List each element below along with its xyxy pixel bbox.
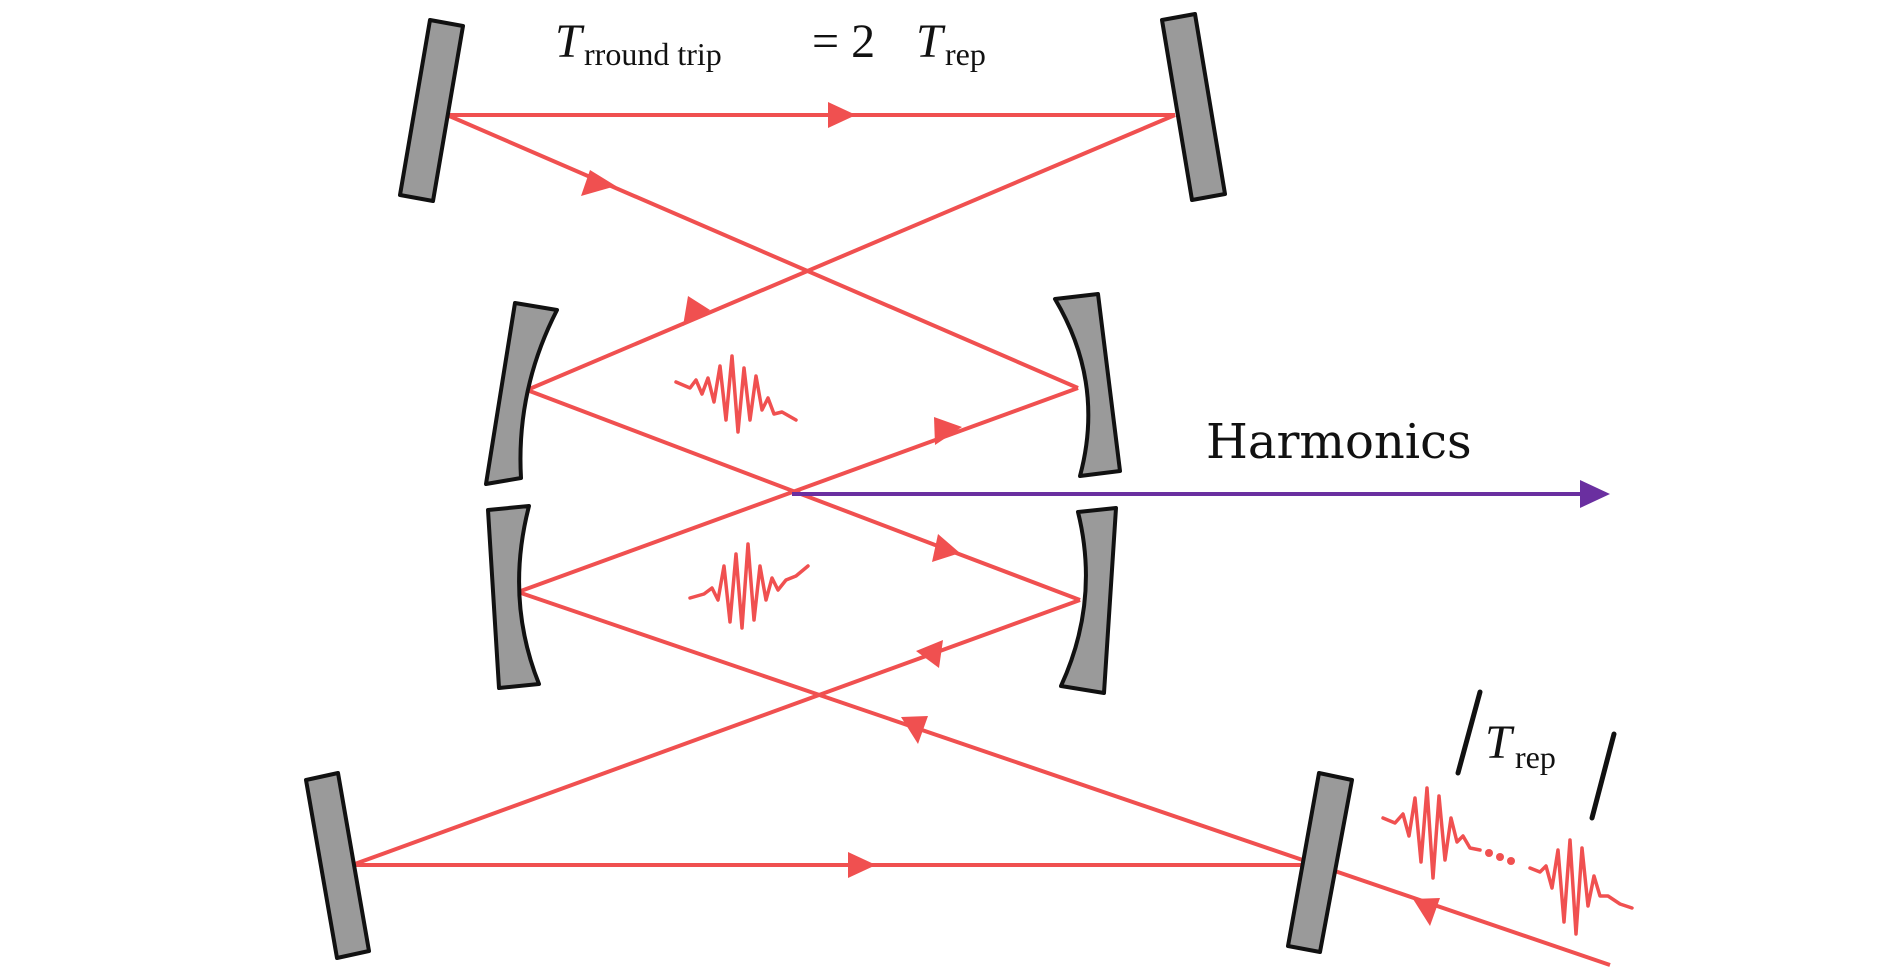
beam-top-right-diagonal xyxy=(526,113,1176,392)
rep-period-bracket xyxy=(1455,689,1617,821)
rep-T: T xyxy=(1485,716,1515,769)
beam-paths xyxy=(351,113,1611,967)
laser-pulse-icon xyxy=(674,354,798,434)
arrowhead-icon xyxy=(581,170,616,196)
dot xyxy=(1496,853,1504,861)
round-trip-subscript-rep: rep xyxy=(945,36,986,72)
laser-pulse-icon xyxy=(688,542,810,630)
arrowhead-icon xyxy=(828,102,856,128)
beam-lower-right-diagonal xyxy=(351,598,1081,867)
curved-mirror-icon xyxy=(486,504,541,690)
arrowhead-icon xyxy=(683,296,710,326)
curved-mirror-icon xyxy=(484,301,559,486)
beam-focus-2 xyxy=(517,386,1079,594)
arrowhead-icon xyxy=(1580,480,1610,508)
arrowhead-icon xyxy=(916,640,943,668)
round-trip-T: T xyxy=(555,15,585,68)
dot xyxy=(1507,857,1515,865)
curved-mirrors xyxy=(484,292,1122,695)
curved-mirror-icon xyxy=(1059,506,1118,695)
beam-arrows xyxy=(581,102,1440,926)
flat-mirror-icon xyxy=(1286,771,1354,954)
laser-pulses xyxy=(674,354,1634,936)
arrowhead-icon xyxy=(848,852,876,878)
beam-top-left-diagonal xyxy=(446,113,1079,390)
round-trip-equals: = 2 xyxy=(812,15,875,68)
round-trip-label: T rround trip = 2 T rep xyxy=(555,15,986,72)
bracket-right xyxy=(1589,731,1617,821)
arrowhead-icon xyxy=(901,716,928,744)
flat-mirror-icon xyxy=(398,18,465,203)
rep-subscript: rep xyxy=(1515,739,1556,775)
bracket-left xyxy=(1455,689,1483,776)
round-trip-subscript: rround trip xyxy=(584,36,722,72)
rep-period-label: T rep xyxy=(1485,716,1556,775)
dot xyxy=(1485,849,1493,857)
flat-mirrors xyxy=(304,12,1354,960)
harmonics-output xyxy=(792,480,1610,508)
curved-mirror-icon xyxy=(1053,292,1122,478)
round-trip-T2: T xyxy=(916,15,946,68)
beam-lower-left-diagonal xyxy=(517,590,1611,967)
arrowhead-icon xyxy=(1413,898,1440,926)
arrowhead-icon xyxy=(932,534,960,562)
pulse-train-dots xyxy=(1485,849,1515,865)
flat-mirror-icon xyxy=(1160,12,1227,202)
laser-pulse-icon xyxy=(1381,786,1482,880)
harmonics-label: Harmonics xyxy=(1206,414,1472,470)
arrowhead-icon xyxy=(934,417,962,445)
laser-pulse-icon xyxy=(1528,838,1634,936)
flat-mirror-icon xyxy=(304,771,371,960)
